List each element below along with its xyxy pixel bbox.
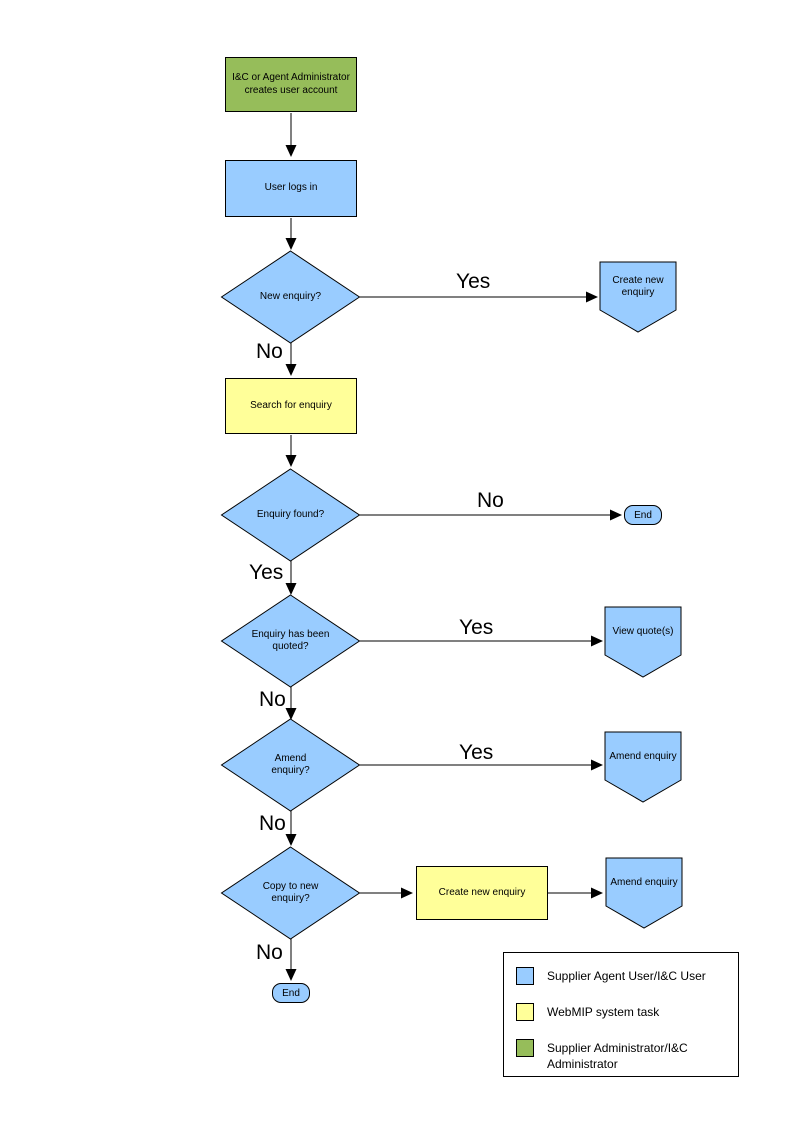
legend-label-admin: Supplier Administrator/I&C Administrator [547, 1041, 688, 1072]
edge-label-enquiry-found-no: No [477, 489, 504, 512]
edge-label-amend-no: No [259, 812, 286, 835]
decision-amend-enquiry-label: Amend enquiry? [271, 752, 310, 777]
legend: Supplier Agent User/I&C User WebMIP syst… [503, 952, 739, 1077]
decision-enquiry-found: Enquiry found? [220, 468, 361, 562]
edge-label-quoted-yes: Yes [459, 616, 494, 639]
edge-label-copy-no: No [256, 941, 283, 964]
legend-swatch-green [516, 1039, 534, 1057]
legend-swatch-blue [516, 967, 534, 985]
legend-item-admin: Supplier Administrator/I&C Administrator [516, 1039, 732, 1072]
legend-swatch-yellow [516, 1003, 534, 1021]
offpage-create-new-enquiry: Create new enquiry [599, 261, 677, 333]
process-create-new-enquiry: Create new enquiry [416, 866, 548, 920]
terminator-end-right: End [624, 505, 662, 525]
decision-new-enquiry: New enquiry? [220, 250, 361, 344]
offpage-amend-enquiry-2: Amend enquiry [605, 857, 683, 929]
decision-enquiry-quoted-label: Enquiry has been quoted? [251, 628, 330, 653]
decision-enquiry-found-label: Enquiry found? [256, 508, 325, 520]
decision-copy-to-new-enquiry: Copy to new enquiry? [220, 846, 361, 940]
offpage-amend-enquiry-2-label: Amend enquiry [610, 876, 678, 888]
edge-label-new-enquiry-yes: Yes [456, 270, 491, 293]
legend-item-user: Supplier Agent User/I&C User [516, 967, 732, 985]
decision-amend-enquiry: Amend enquiry? [220, 718, 361, 812]
terminator-end-bottom-label: End [282, 987, 300, 999]
decision-new-enquiry-label: New enquiry? [259, 290, 322, 302]
offpage-view-quotes: View quote(s) [604, 606, 682, 678]
process-user-logs-in: User logs in [225, 160, 357, 217]
terminator-end-bottom: End [272, 983, 310, 1003]
decision-enquiry-quoted: Enquiry has been quoted? [220, 594, 361, 688]
offpage-view-quotes-label: View quote(s) [612, 625, 674, 637]
process-create-user-account-label: I&C or Agent Administrator creates user … [232, 72, 350, 96]
offpage-amend-enquiry-label: Amend enquiry [609, 750, 677, 762]
legend-label-user: Supplier Agent User/I&C User [547, 969, 706, 983]
decision-copy-to-new-enquiry-label: Copy to new enquiry? [262, 880, 319, 905]
offpage-amend-enquiry: Amend enquiry [604, 731, 682, 803]
edge-label-new-enquiry-no: No [256, 340, 283, 363]
edge-label-enquiry-found-yes: Yes [249, 561, 284, 584]
process-create-user-account: I&C or Agent Administrator creates user … [225, 57, 357, 112]
terminator-end-right-label: End [634, 509, 652, 521]
process-create-new-enquiry-label: Create new enquiry [438, 886, 526, 898]
edge-label-amend-yes: Yes [459, 741, 494, 764]
process-user-logs-in-label: User logs in [264, 182, 318, 194]
process-search-for-enquiry: Search for enquiry [225, 378, 357, 434]
legend-item-system: WebMIP system task [516, 1003, 732, 1021]
process-search-for-enquiry-label: Search for enquiry [250, 399, 332, 411]
legend-label-system: WebMIP system task [547, 1005, 660, 1019]
edge-label-quoted-no: No [259, 688, 286, 711]
offpage-create-new-enquiry-label: Create new enquiry [612, 274, 664, 299]
